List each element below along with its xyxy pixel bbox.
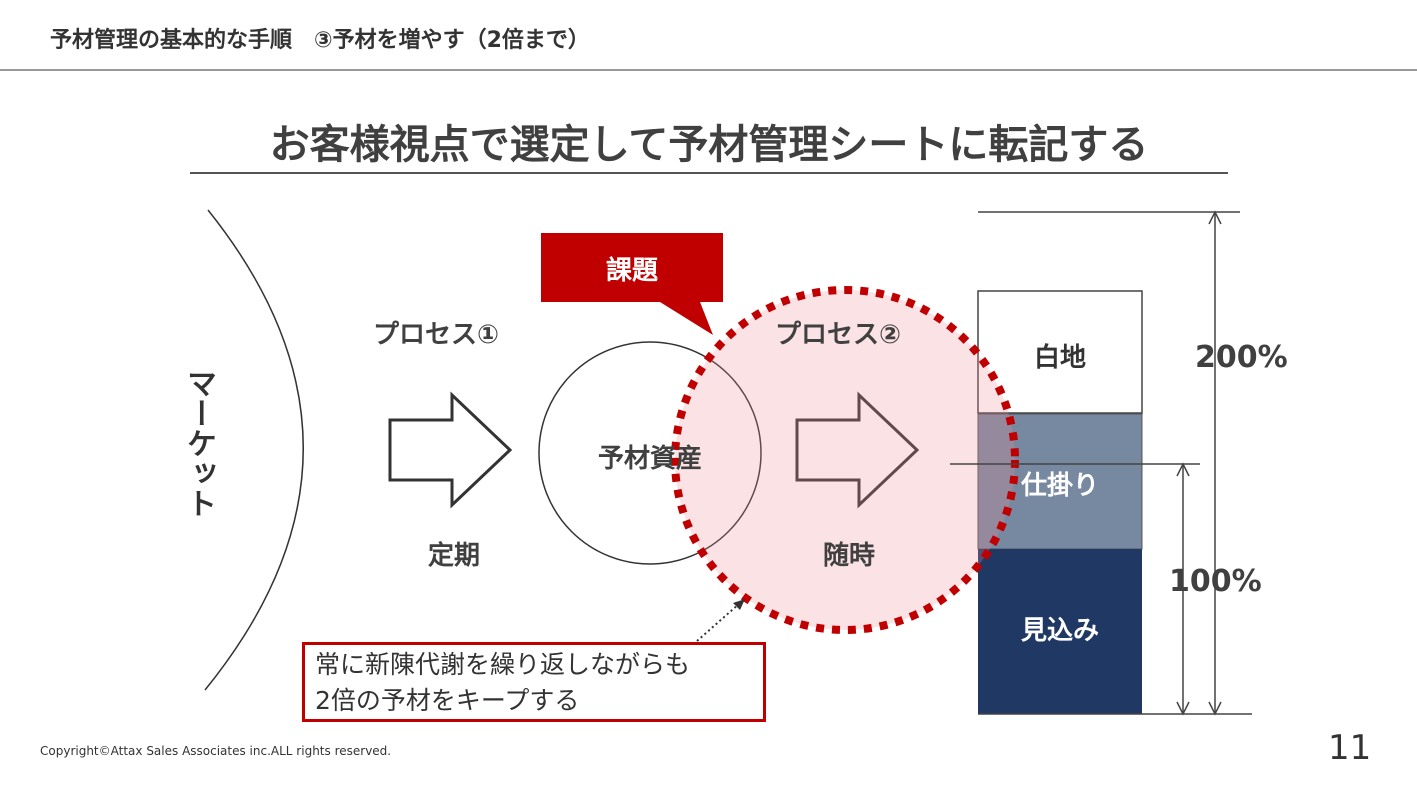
process2-arrow xyxy=(795,391,920,509)
stack-label-mid: 仕掛り xyxy=(1020,471,1099,501)
level-200-label: 200% xyxy=(1195,340,1288,375)
stack-dark xyxy=(978,549,1142,714)
page-number: 11 xyxy=(1328,728,1372,768)
process2-timing: 随時 xyxy=(823,541,876,571)
header-title: 予材管理の基本的な手順 ③予材を増やす（2倍まで） xyxy=(50,28,590,53)
stack-label-dark: 見込み xyxy=(1020,616,1099,646)
note-line-1: 常に新陳代謝を繰り返しながらも xyxy=(315,650,691,679)
process1-timing: 定期 xyxy=(428,541,481,571)
level-100-label: 100% xyxy=(1169,564,1262,599)
issue-callout-box xyxy=(541,233,723,335)
market-arc xyxy=(204,209,304,691)
process2-label: プロセス② xyxy=(775,320,902,350)
main-title: お客様視点で選定して予材管理シートに転記する xyxy=(190,112,1228,174)
market-label: マーケット xyxy=(181,368,216,518)
process1-label: プロセス① xyxy=(373,320,500,350)
header-divider xyxy=(0,69,1417,71)
stack-white xyxy=(977,290,1143,414)
note-line-2: 2倍の予材をキープする xyxy=(315,686,580,715)
level-200-arrow xyxy=(1208,210,1222,716)
process1-arrow xyxy=(388,391,513,509)
note-box: 常に新陳代謝を繰り返しながらも 2倍の予材をキープする xyxy=(302,642,766,722)
level-100-arrow xyxy=(1176,462,1190,716)
asset-label: 予材資産 xyxy=(597,444,702,474)
issue-circle xyxy=(671,286,1019,634)
copyright: Copyright©Attax Sales Associates inc.ALL… xyxy=(40,744,392,758)
issue-callout-label: 課題 xyxy=(605,256,658,286)
stack-label-white: 白地 xyxy=(1033,343,1086,373)
asset-circle xyxy=(538,341,762,565)
note-pointer xyxy=(696,602,741,642)
